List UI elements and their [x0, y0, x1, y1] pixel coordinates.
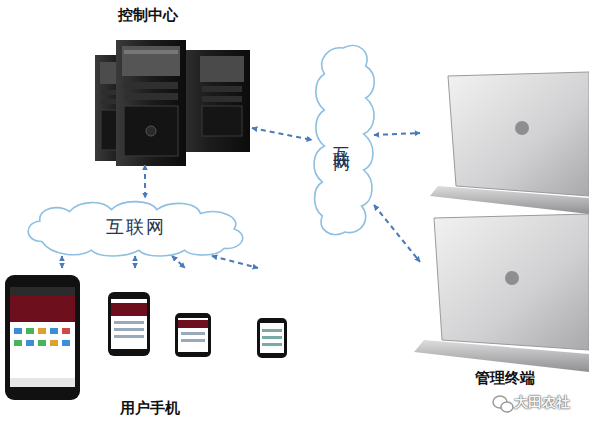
laptop-illustration	[430, 72, 589, 214]
terminal-group: 管理终端	[420, 68, 589, 388]
phone-illustration	[175, 313, 211, 357]
group-heading: 控制中心	[95, 6, 200, 25]
cloud: 互联网	[22, 198, 250, 256]
laptop-illustration	[414, 214, 589, 372]
wechat-icon	[493, 396, 513, 412]
phone-illustration	[108, 292, 150, 356]
dashed-arrow	[61, 256, 63, 268]
dashed-arrow	[252, 128, 312, 140]
dashed-arrow	[212, 256, 258, 268]
cloud-outline	[314, 45, 374, 234]
dashed-arrow	[134, 256, 136, 268]
watermark: 大田农社	[514, 394, 570, 412]
dashed-arrow	[374, 133, 420, 135]
dashed-arrow	[374, 205, 420, 262]
dashed-arrow	[172, 256, 185, 268]
phone-group: 用户手机	[0, 268, 300, 418]
cloud-label: 互联网	[332, 134, 355, 146]
phone-illustration	[5, 275, 80, 400]
group-heading: 用户手机	[0, 399, 300, 418]
server-tower	[116, 40, 186, 166]
cloud-outline	[28, 202, 242, 256]
phone-illustration	[257, 318, 287, 358]
cloud: 互联网	[312, 40, 374, 240]
server-group: 控制中心	[95, 0, 252, 165]
group-heading: 管理终端	[420, 369, 589, 388]
dashed-arrow	[144, 165, 146, 198]
cloud-label: 互联网	[106, 215, 166, 239]
